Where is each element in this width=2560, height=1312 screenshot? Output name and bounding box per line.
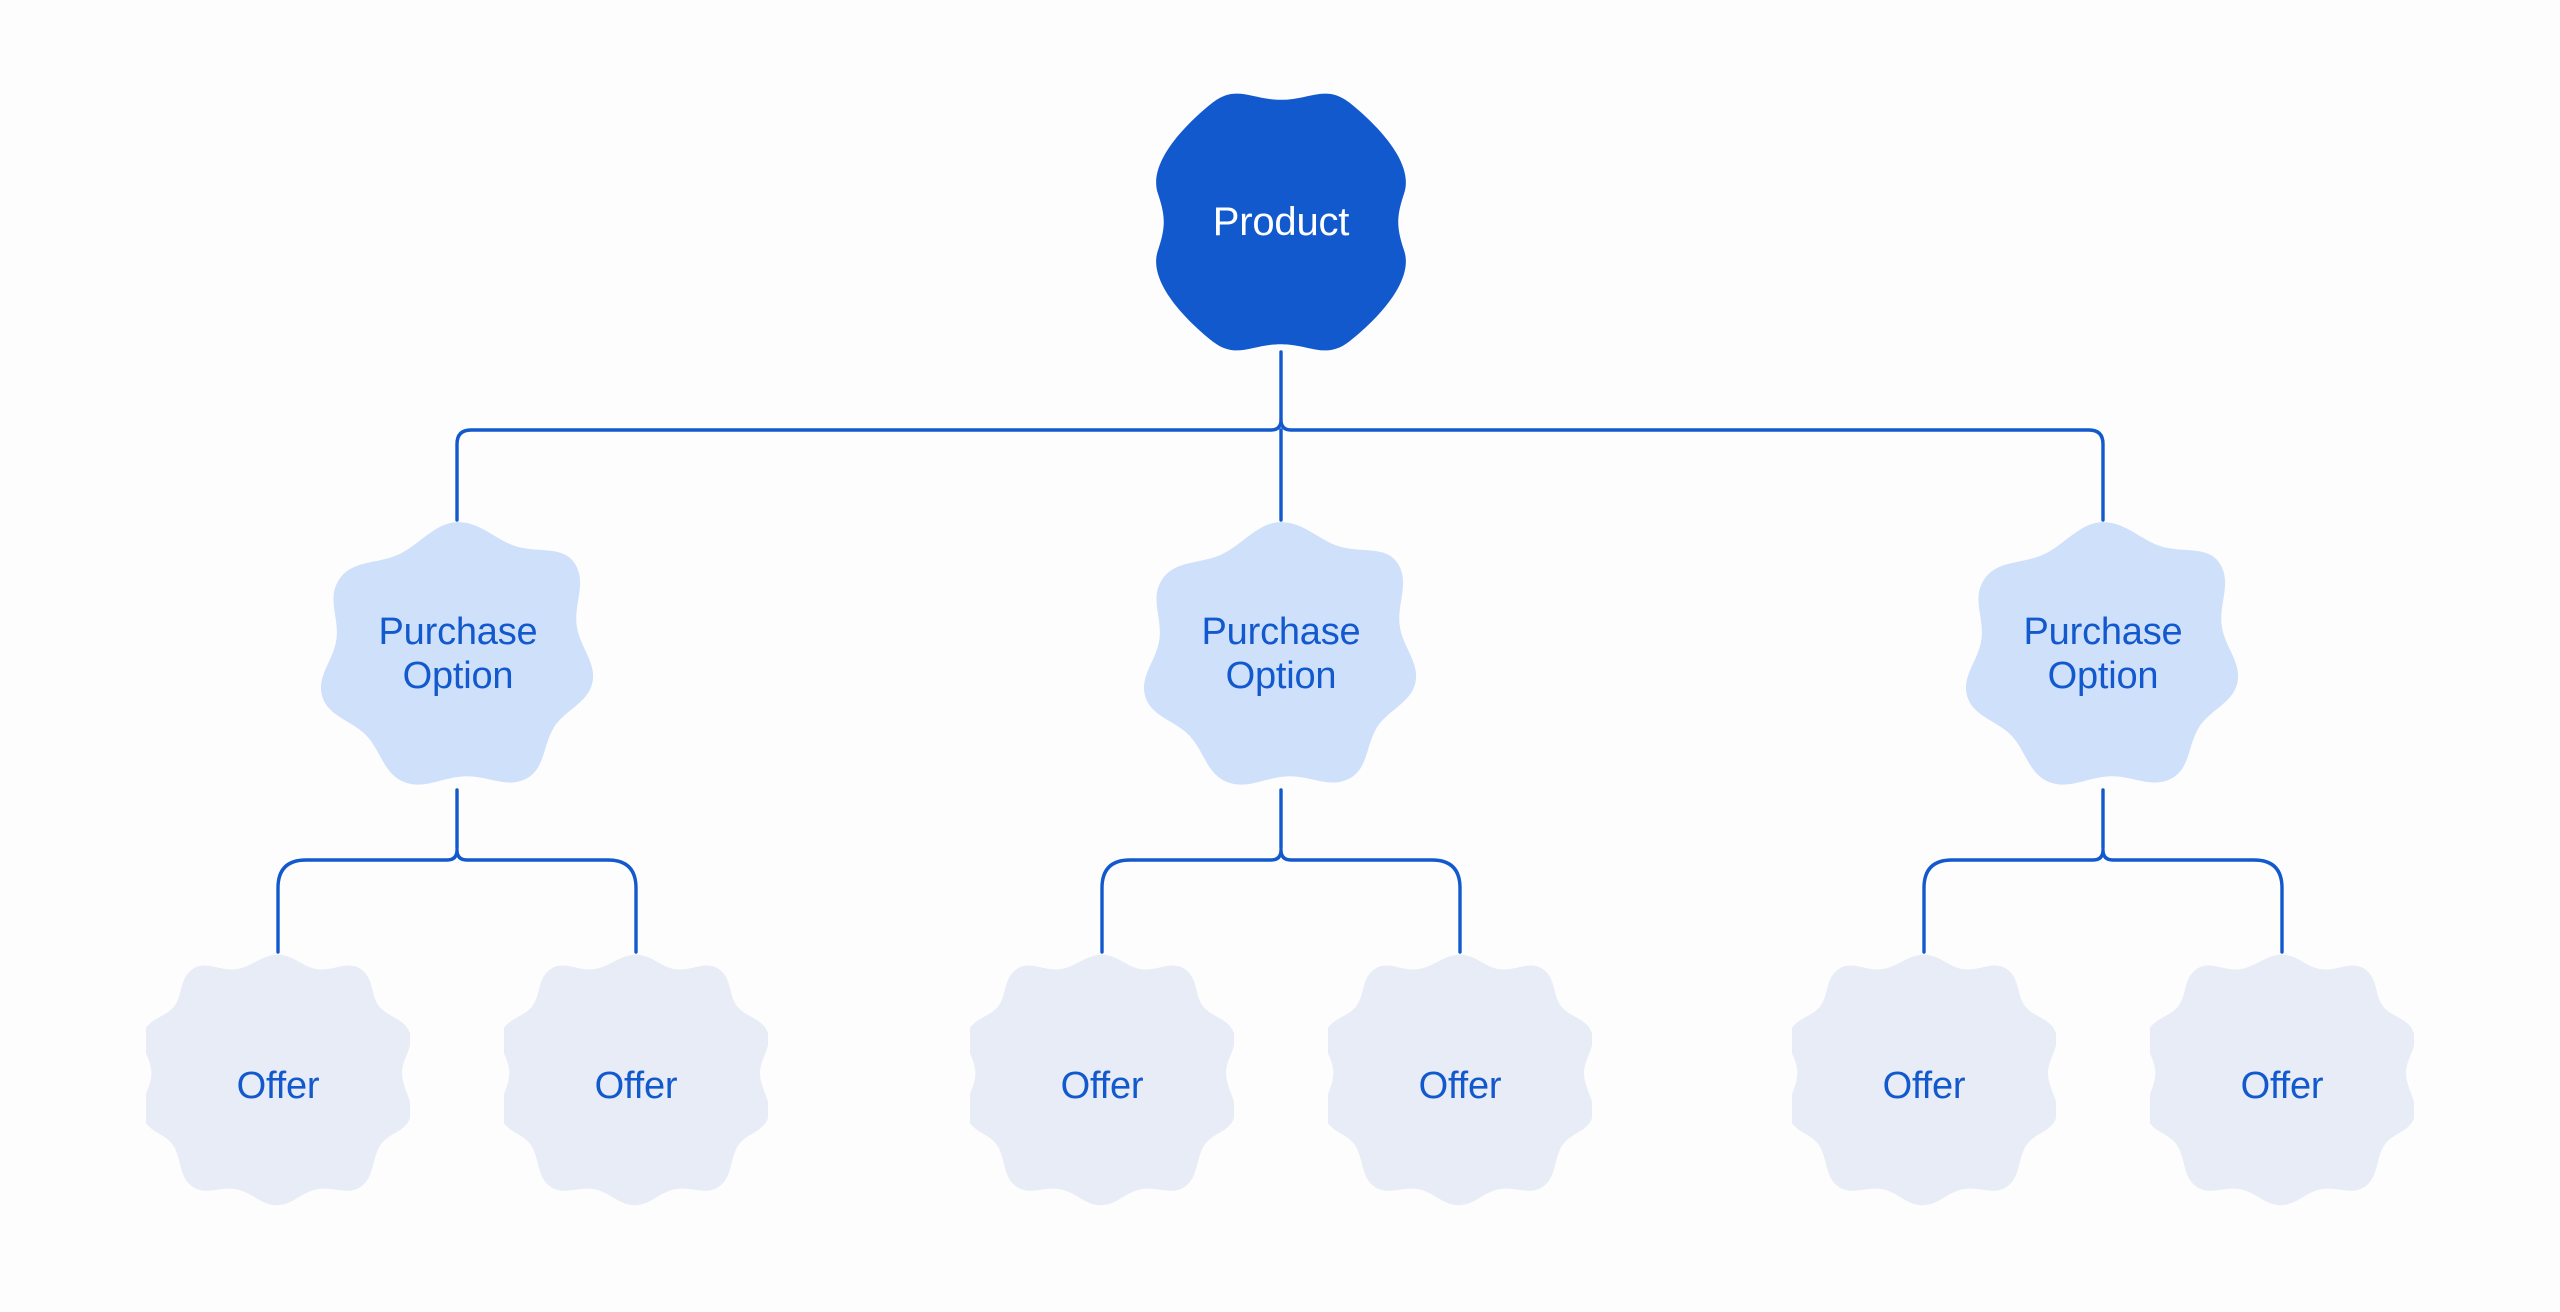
offer-blob-shape — [2150, 954, 2414, 1206]
offer-blob-shape — [970, 954, 1234, 1206]
node-purchase-option-3[interactable]: Purchase Option — [1960, 518, 2246, 790]
node-offer-2-label: Offer — [594, 1064, 678, 1107]
offer-blob-shape — [146, 954, 410, 1206]
node-offer-1-label: Offer — [236, 1064, 320, 1107]
node-purchase-option-2-label: Purchase Option — [1201, 610, 1361, 697]
offer-blob-shape — [504, 954, 768, 1206]
node-offer-3-label: Offer — [1060, 1064, 1144, 1107]
node-purchase-option-2[interactable]: Purchase Option — [1138, 518, 1424, 790]
edge-po1-bus — [276, 848, 638, 954]
node-offer-4[interactable]: Offer — [1328, 952, 1592, 1220]
edge-po3-bus — [1922, 848, 2284, 954]
node-product-label: Product — [1212, 199, 1350, 244]
node-offer-5-label: Offer — [1882, 1064, 1966, 1107]
purchase-option-blob-shape — [1143, 522, 1417, 785]
node-purchase-option-1-label: Purchase Option — [378, 610, 538, 697]
node-offer-5[interactable]: Offer — [1792, 952, 2056, 1220]
node-purchase-option-3-label: Purchase Option — [2023, 610, 2183, 697]
edge-po2-bus — [1100, 848, 1462, 954]
purchase-option-blob-shape — [1965, 522, 2239, 785]
node-offer-2[interactable]: Offer — [504, 952, 768, 1220]
node-product[interactable]: Product — [1150, 92, 1412, 352]
offer-blob-shape — [1328, 954, 1592, 1206]
node-offer-6[interactable]: Offer — [2150, 952, 2414, 1220]
node-offer-3[interactable]: Offer — [970, 952, 1234, 1220]
offer-blob-shape — [1792, 954, 2056, 1206]
node-offer-4-label: Offer — [1418, 1064, 1502, 1107]
node-offer-6-label: Offer — [2240, 1064, 2324, 1107]
node-purchase-option-1[interactable]: Purchase Option — [315, 518, 601, 790]
purchase-option-blob-shape — [320, 522, 594, 785]
product-blob-shape — [1156, 93, 1406, 351]
node-offer-1[interactable]: Offer — [146, 952, 410, 1220]
edge-bus-level1 — [455, 418, 2105, 522]
